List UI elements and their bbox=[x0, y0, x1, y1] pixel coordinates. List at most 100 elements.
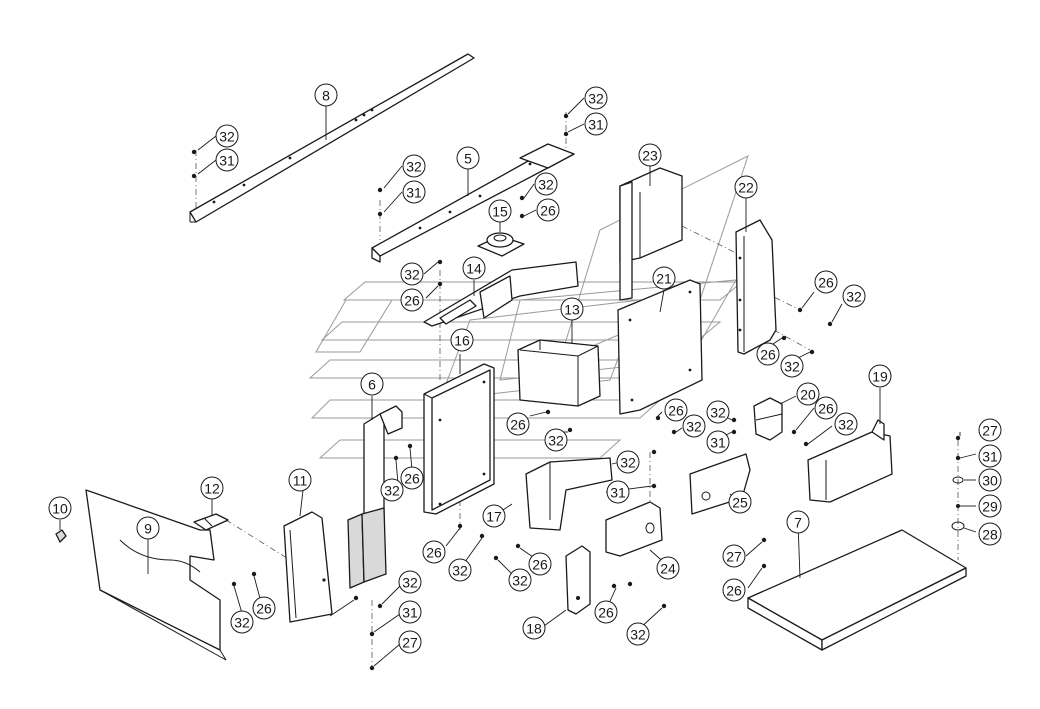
callout-number: 26 bbox=[818, 401, 834, 417]
callout-number: 32 bbox=[452, 563, 468, 579]
callout-p20: 20 bbox=[796, 382, 820, 406]
callout-bubble bbox=[215, 148, 239, 172]
callout-p7: 7 bbox=[786, 510, 810, 534]
callout-p32c: 32 bbox=[402, 154, 426, 178]
fasteners bbox=[191, 113, 965, 671]
part-12-hinge bbox=[193, 513, 229, 531]
callout-number: 32 bbox=[512, 573, 528, 589]
callout-p23: 23 bbox=[638, 143, 662, 167]
callout-number: 26 bbox=[726, 583, 742, 599]
callout-p32n: 32 bbox=[448, 558, 472, 582]
callout-p32o: 32 bbox=[508, 568, 532, 592]
callout-bubble bbox=[200, 476, 224, 500]
callout-bubble bbox=[682, 414, 706, 438]
part-17-bracket bbox=[525, 457, 613, 531]
callout-number: 26 bbox=[668, 403, 684, 419]
callout-number: 7 bbox=[794, 515, 802, 531]
callout-number: 6 bbox=[368, 377, 376, 393]
callout-bubble bbox=[814, 396, 838, 420]
callout-bubble bbox=[450, 328, 474, 352]
callout-p26b: 26 bbox=[400, 288, 424, 312]
callout-bubble bbox=[398, 600, 422, 624]
part-8-top-rail bbox=[189, 53, 475, 223]
part-14-bracket bbox=[423, 261, 579, 327]
callout-number: 32 bbox=[404, 267, 420, 283]
callout-number: 26 bbox=[404, 471, 420, 487]
callout-number: 32 bbox=[548, 433, 564, 449]
callout-p8: 8 bbox=[314, 83, 338, 107]
callout-bubble bbox=[48, 496, 72, 520]
callout-p26j: 26 bbox=[528, 552, 552, 576]
callout-p31f: 31 bbox=[606, 480, 630, 504]
callout-p31d: 31 bbox=[706, 430, 730, 454]
callout-number: 19 bbox=[872, 369, 888, 385]
callout-bubble bbox=[252, 596, 276, 620]
callout-p5: 5 bbox=[456, 146, 480, 170]
callout-number: 32 bbox=[402, 575, 418, 591]
callout-number: 26 bbox=[256, 601, 272, 617]
callout-bubble bbox=[398, 570, 422, 594]
callout-number: 26 bbox=[426, 545, 442, 561]
assembly-lines bbox=[195, 112, 959, 670]
part-19-channel bbox=[807, 419, 893, 503]
callout-bubble bbox=[978, 522, 1002, 546]
part-11-plate bbox=[283, 511, 333, 623]
callout-number: 11 bbox=[293, 473, 308, 489]
callout-p27c: 27 bbox=[398, 630, 422, 654]
callout-number: 10 bbox=[52, 501, 68, 517]
callout-p32f: 32 bbox=[842, 284, 866, 308]
part-16-box bbox=[423, 363, 495, 515]
callout-number: 32 bbox=[588, 91, 604, 107]
callout-p32h: 32 bbox=[834, 412, 858, 436]
callout-bubble bbox=[380, 478, 404, 502]
callout-p32d: 32 bbox=[534, 172, 558, 196]
callout-number: 31 bbox=[402, 605, 418, 621]
callout-number: 16 bbox=[454, 333, 470, 349]
callout-bubble bbox=[706, 400, 730, 424]
callout-p31e: 31 bbox=[978, 444, 1002, 468]
callout-bubble bbox=[626, 622, 650, 646]
callout-number: 32 bbox=[219, 129, 235, 145]
callout-p11: 11 bbox=[288, 468, 312, 492]
callout-number: 32 bbox=[406, 159, 422, 175]
callout-p32l: 32 bbox=[616, 450, 640, 474]
callout-number: 27 bbox=[982, 423, 998, 439]
callout-number: 9 bbox=[144, 521, 152, 537]
part-23-panel bbox=[619, 167, 683, 301]
part-6-column bbox=[347, 405, 403, 589]
callout-p26c: 26 bbox=[814, 270, 838, 294]
callout-bubble bbox=[978, 494, 1002, 518]
callout-number: 29 bbox=[982, 499, 998, 515]
callout-p25: 25 bbox=[728, 490, 752, 514]
callout-p32g: 32 bbox=[780, 354, 804, 378]
callout-bubble bbox=[728, 490, 752, 514]
callout-bubble bbox=[734, 175, 758, 199]
callout-number: 31 bbox=[982, 449, 998, 465]
callout-p32e: 32 bbox=[400, 262, 424, 286]
part-10-clip bbox=[55, 529, 67, 543]
part-5-mid-rail bbox=[371, 143, 575, 263]
callout-p16: 16 bbox=[450, 328, 474, 352]
callout-bubble bbox=[400, 262, 424, 286]
callout-bubble bbox=[506, 412, 530, 436]
callout-bubble bbox=[528, 552, 552, 576]
callout-number: 26 bbox=[760, 347, 776, 363]
callout-p32p: 32 bbox=[230, 610, 254, 634]
callout-number: 23 bbox=[642, 148, 658, 164]
callout-number: 32 bbox=[686, 419, 702, 435]
callout-bubble bbox=[606, 480, 630, 504]
callout-p26a: 26 bbox=[536, 198, 560, 222]
callout-bubble bbox=[522, 616, 546, 640]
callout-bubble bbox=[868, 364, 892, 388]
callout-number: 26 bbox=[818, 275, 834, 291]
part-24-block bbox=[605, 501, 663, 557]
callout-bubble bbox=[584, 86, 608, 110]
callout-bubble bbox=[834, 412, 858, 436]
callout-bubble bbox=[536, 198, 560, 222]
callout-p31b: 31 bbox=[584, 112, 608, 136]
callout-p9: 9 bbox=[136, 516, 160, 540]
callout-bubble bbox=[796, 382, 820, 406]
callout-p14: 14 bbox=[462, 256, 486, 280]
